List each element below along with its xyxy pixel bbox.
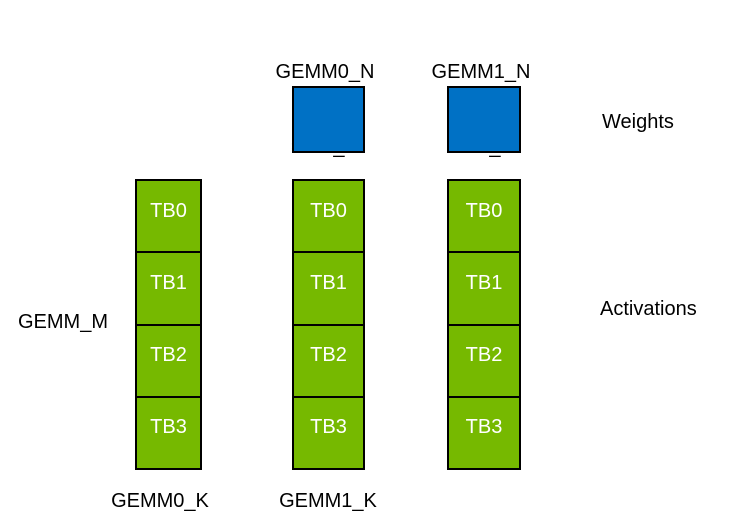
gemm0-k-label: GEMM0_K (111, 490, 209, 512)
label-gemm0-n-line1: GEMM0_N (275, 61, 375, 83)
tb-box: TB0 (150, 199, 187, 222)
activation-column-1: TB0 TB1 TB2 TB3 (292, 179, 365, 470)
activation-column-0: TB0 TB1 TB2 TB3 (135, 179, 202, 470)
tb-box: TB3 (137, 395, 200, 468)
activation-column-2: TB0 TB1 TB2 TB3 (447, 179, 521, 470)
tb-box: TB0 (465, 199, 503, 222)
tb-box: TB3 (294, 395, 363, 468)
gemm1-k-label: GEMM1_K (279, 490, 377, 512)
gemm-m-label: GEMM_M (18, 311, 108, 333)
tb-box: TB1 (449, 251, 519, 323)
weights-block-gemm0 (292, 86, 365, 153)
label-gemm1-n-line1: GEMM1_N (431, 61, 531, 83)
tb-box: TB2 (294, 323, 363, 396)
tb-box: TB1 (137, 251, 200, 323)
tb-box: TB2 (449, 323, 519, 396)
tb-box: TB1 (294, 251, 363, 323)
tb-box: TB3 (449, 395, 519, 468)
tb-box: TB0 (310, 199, 347, 222)
weights-block-gemm1 (447, 86, 521, 153)
weights-label: Weights (602, 111, 674, 133)
tb-box: TB2 (137, 323, 200, 396)
activations-label: Activations (600, 298, 697, 320)
